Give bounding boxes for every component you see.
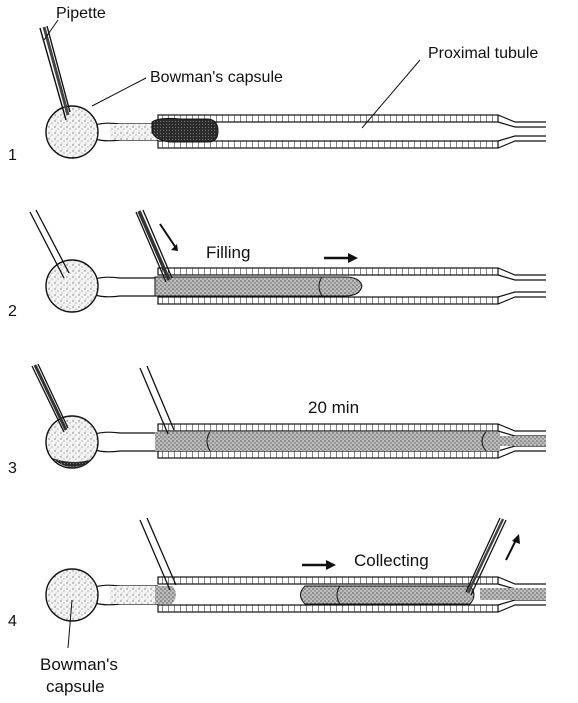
- bowmans-capsule: [46, 106, 98, 158]
- neck-fluid: [110, 124, 158, 140]
- fluid-tail: [500, 436, 546, 446]
- capsule-neck: [95, 277, 158, 297]
- tubule-taper: [498, 268, 546, 304]
- step-1: 1 Pipette Bowman's capsule Proximal tubu…: [8, 5, 546, 164]
- tubule-wall-bottom: [158, 451, 498, 458]
- twenty-min-label: 20 min: [308, 398, 359, 417]
- step-2-number: 2: [8, 303, 17, 320]
- tubule-wall-top: [158, 577, 498, 584]
- right-arrow-head: [326, 560, 336, 570]
- collected-fluid-column: [301, 586, 475, 604]
- tubule-wall-top: [158, 424, 498, 431]
- bowmans-capsule: [46, 569, 98, 621]
- tubule-wall-bottom: [158, 297, 498, 304]
- up-arrow-head: [512, 534, 520, 544]
- fluid-tail: [480, 588, 546, 600]
- down-arrow: [160, 224, 176, 248]
- step-3-number: 3: [8, 460, 17, 477]
- filling-label: Filling: [206, 243, 250, 262]
- neck-fluid: [110, 586, 158, 604]
- pipette-fill: [35, 365, 66, 430]
- pipette-label: Pipette: [56, 5, 106, 22]
- bowmans-capsule-label-line1: Bowman's: [40, 655, 118, 674]
- bowmans-capsule: [46, 260, 98, 312]
- proximal-tubule-label: Proximal tubule: [428, 45, 538, 62]
- right-arrow-head: [348, 253, 358, 263]
- bowmans-capsule-label: Bowman's capsule: [150, 69, 283, 86]
- pipette-fill: [44, 27, 68, 115]
- filled-fluid-column: [155, 277, 362, 296]
- collecting-label: Collecting: [354, 551, 429, 570]
- capsule-leader: [92, 78, 146, 106]
- oil-droplet: [152, 118, 218, 142]
- up-arrow: [506, 540, 516, 560]
- step-4: 4 Collecting Bowman's capsule: [8, 518, 546, 696]
- filling-pipette-fill: [139, 211, 169, 280]
- step-1-number: 1: [8, 147, 17, 164]
- step-4-number: 4: [8, 613, 17, 630]
- tubule-taper: [498, 115, 546, 148]
- bowmans-capsule-label-line2: capsule: [46, 677, 105, 696]
- step-3: 3 20 min: [8, 364, 546, 477]
- tubule-wall-bottom: [158, 605, 498, 612]
- residual-fluid: [155, 586, 176, 604]
- tubule-wall-top: [158, 268, 498, 275]
- capsule-neck: [95, 432, 158, 452]
- step-2: 2 Filling: [8, 210, 546, 320]
